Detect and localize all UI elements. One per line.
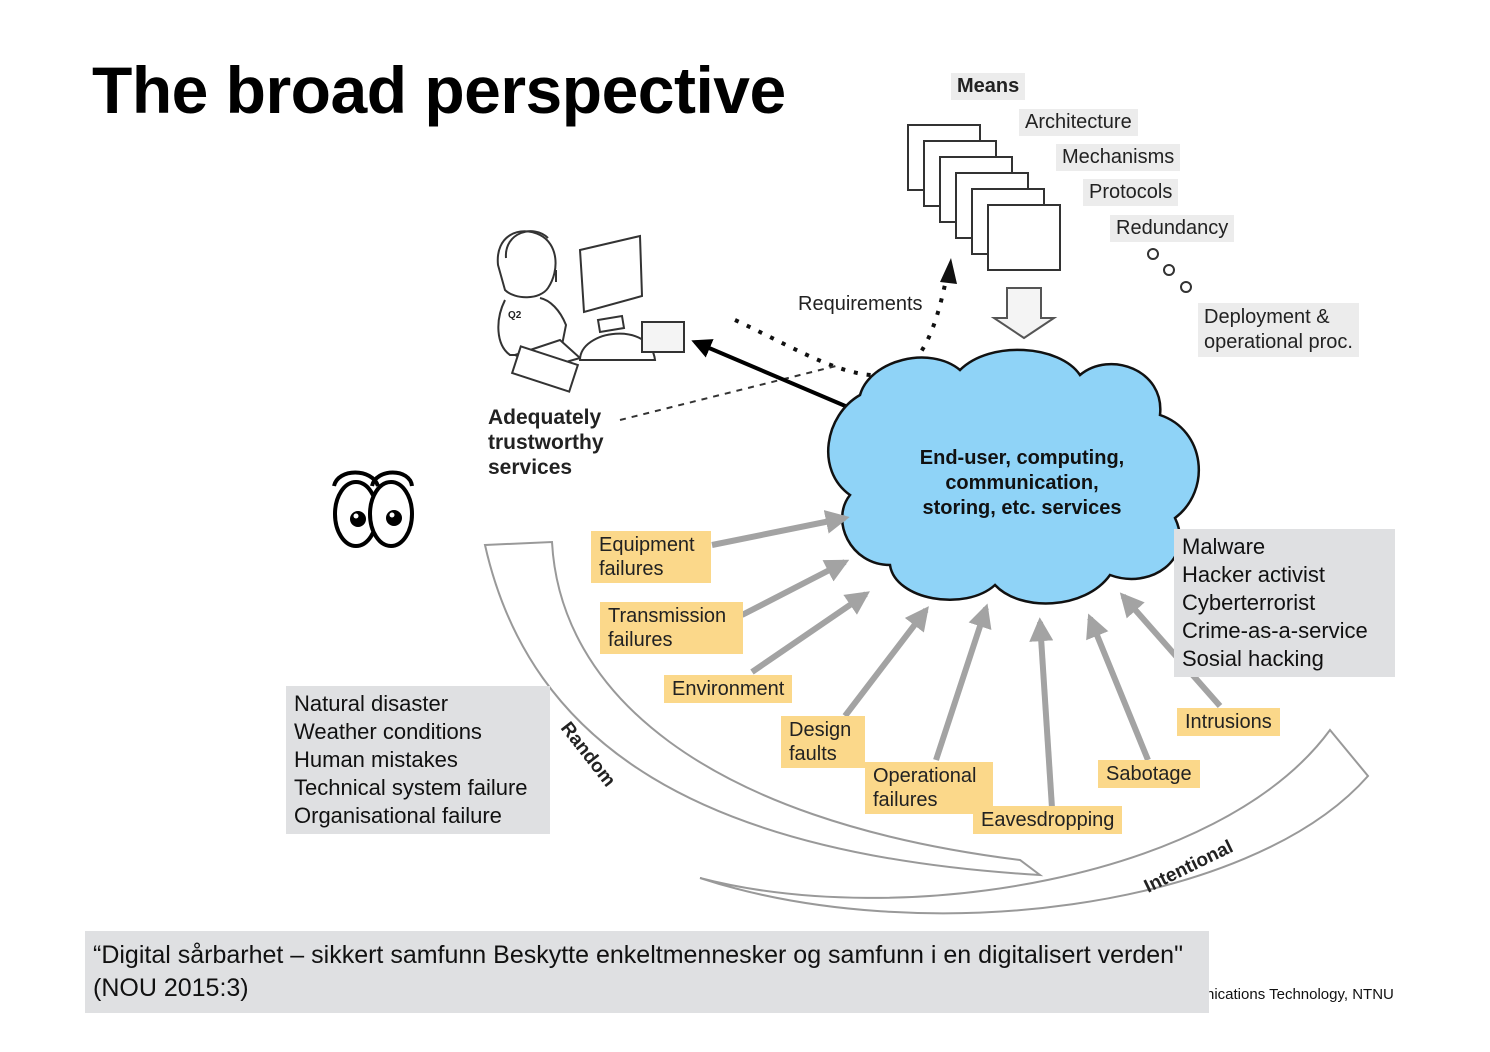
threat-operational-failures: Operational failures (865, 762, 993, 814)
threat-environment: Environment (664, 675, 793, 703)
adequate-line-3: services (488, 456, 573, 479)
cloud-line-3: storing, etc. services (922, 497, 1122, 519)
threat-arrows (711, 510, 1223, 809)
deployment-line-2: operational proc. (1204, 331, 1353, 353)
threat-intrusions: Intrusions (1177, 708, 1280, 736)
adequate-line-2: trustworthy (488, 431, 604, 454)
person-shirt-mark: Q2 (508, 310, 522, 321)
down-arrow-icon (990, 287, 1058, 340)
intentional-cause-1: Malware (1182, 534, 1266, 559)
threat-transmission-failures: Transmission failures (600, 602, 743, 654)
cloud-line-1: End-user, computing, (919, 447, 1125, 469)
continuation-dots (1147, 248, 1192, 293)
adequate-dashed-line (619, 364, 841, 421)
means-header: Means (951, 73, 1026, 100)
intentional-causes-box: Malware Hacker activist Cyberterrorist C… (1174, 529, 1395, 677)
page-title: The broad perspective (92, 53, 786, 127)
means-item-redundancy: Redundancy (1110, 215, 1235, 242)
transmission-line-2: failures (608, 629, 673, 651)
equipment-line-1: Equipment (599, 534, 695, 556)
random-cause-3: Human mistakes (294, 747, 458, 772)
transmission-line-1: Transmission (608, 605, 727, 627)
document-stack-icon (907, 124, 1061, 271)
operational-line-1: Operational (873, 765, 977, 787)
means-item-protocols: Protocols (1083, 179, 1179, 206)
cloud-label: End-user, computing, communication, stor… (892, 446, 1152, 521)
random-cause-5: Organisational failure (294, 803, 502, 828)
adequate-services-label: Adequately trustworthy services (488, 405, 604, 480)
person-at-computer-icon (496, 230, 685, 393)
deployment-line-1: Deployment & (1204, 306, 1330, 328)
intentional-cause-3: Cyberterrorist (1182, 590, 1316, 615)
operational-line-2: failures (873, 789, 938, 811)
design-line-1: Design (789, 719, 852, 741)
design-line-2: faults (789, 743, 837, 765)
requirements-arrowhead (940, 258, 957, 284)
random-cause-2: Weather conditions (294, 719, 482, 744)
services-arrow (691, 339, 851, 410)
source-quote: “Digital sårbarhet – sikkert samfunn Bes… (85, 931, 1209, 1013)
means-item-architecture: Architecture (1019, 109, 1138, 136)
requirements-label: Requirements (798, 293, 923, 315)
footer-affiliation: nications Technology, NTNU (1206, 986, 1394, 1003)
means-item-deployment: Deployment & operational proc. (1198, 303, 1359, 357)
intentional-arc (699, 728, 1370, 915)
random-cause-1: Natural disaster (294, 691, 449, 716)
intentional-cause-4: Crime-as-a-service (1182, 618, 1368, 643)
threat-eavesdropping: Eavesdropping (973, 806, 1123, 834)
means-item-mechanisms: Mechanisms (1056, 144, 1181, 171)
random-cause-4: Technical system failure (294, 775, 528, 800)
equipment-line-2: failures (599, 558, 664, 580)
services-cloud (826, 348, 1200, 605)
threat-sabotage: Sabotage (1098, 760, 1200, 788)
intentional-cause-5: Sosial hacking (1182, 646, 1324, 671)
random-arc (483, 540, 1044, 877)
threat-design-faults: Design faults (781, 716, 865, 768)
eyes-icon (332, 470, 414, 548)
cloud-line-2: communication, (945, 472, 1099, 494)
random-causes-box: Natural disaster Weather conditions Huma… (286, 686, 550, 834)
threat-equipment-failures: Equipment failures (591, 531, 711, 583)
adequate-line-1: Adequately (488, 406, 602, 429)
intentional-cause-2: Hacker activist (1182, 562, 1326, 587)
